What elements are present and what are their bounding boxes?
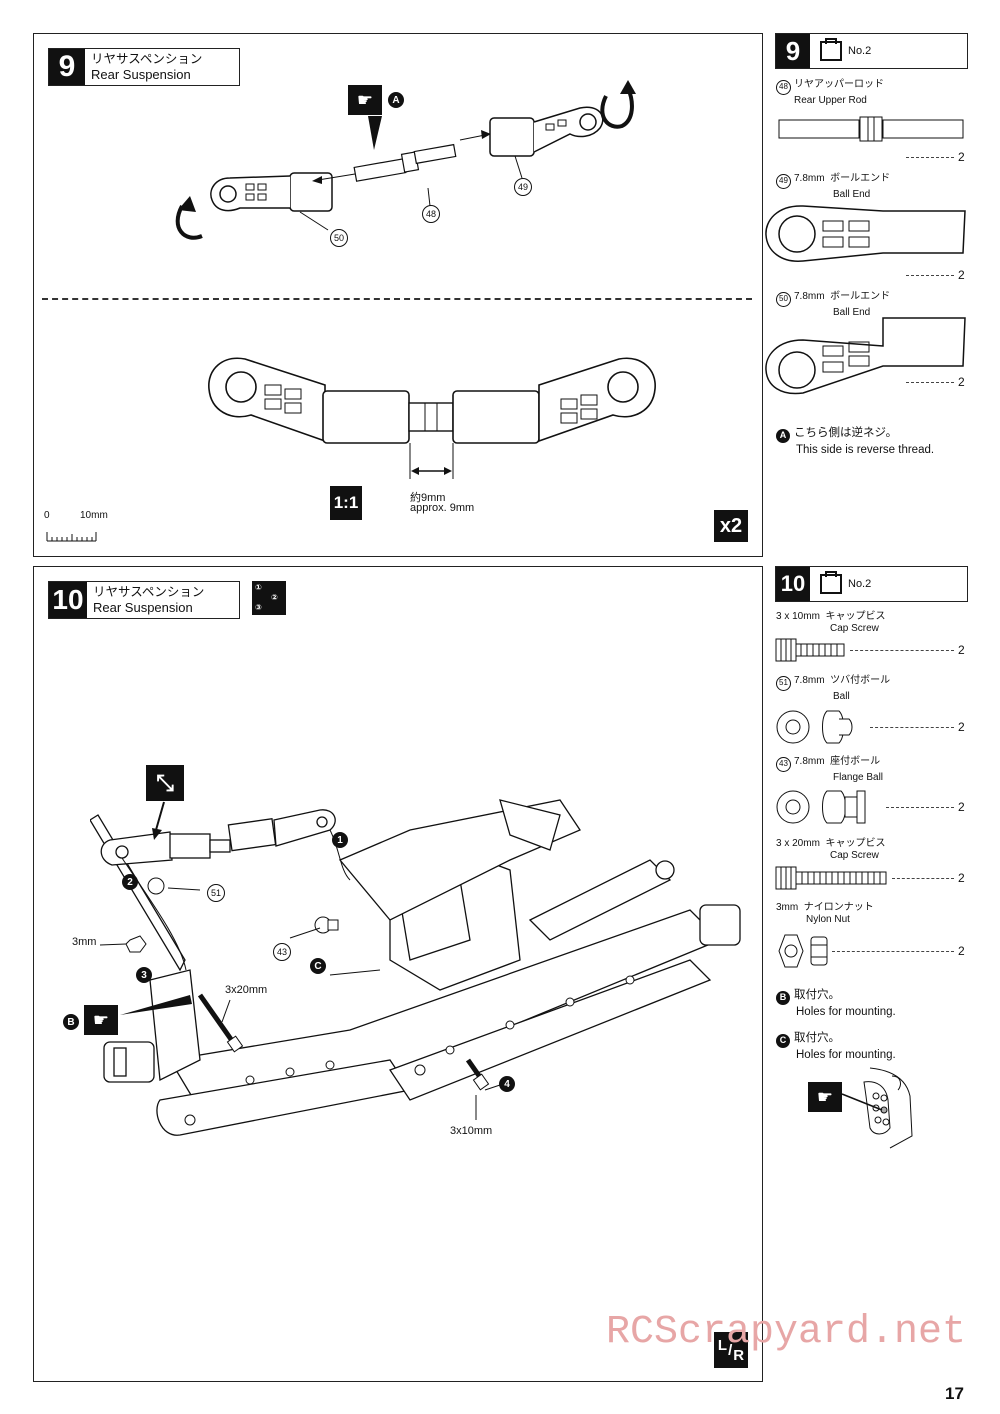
ruler-scale [46, 532, 97, 542]
assembly-order-icon: ① ② ③ [252, 581, 286, 615]
side10-part-cap-screw-3x10: 3 x 10mm キャップビス Cap Screw [776, 611, 886, 634]
step10-number: 10 [49, 582, 87, 618]
qty-leader [906, 157, 954, 158]
callout-51: 51 [207, 884, 225, 902]
side10-part-nylon-nut: 3mm ナイロンナット Nylon Nut [776, 902, 874, 925]
step-marker-2: 2 [122, 874, 138, 890]
step9-exploded-drawing [175, 80, 636, 240]
callout-43: 43 [273, 943, 291, 961]
callout-49: 49 [514, 178, 532, 196]
step-marker-1: 1 [332, 832, 348, 848]
qty-leader [870, 727, 954, 728]
step9-number: 9 [49, 49, 85, 85]
side10-bag-label: No.2 [848, 578, 872, 590]
side9-header: 9 No.2 [775, 33, 968, 69]
side10-number: 10 [776, 567, 810, 601]
hand-pointer-icon: ☛ [808, 1082, 842, 1112]
callout-c: C [310, 958, 326, 974]
ball-end-49-icon [765, 205, 966, 262]
callout-b: B [63, 1014, 79, 1030]
qty-leader [906, 382, 954, 383]
watermark: RCScrapyard.net [606, 1310, 967, 1355]
nylon-nut-icon [778, 934, 828, 968]
callout-50: 50 [330, 229, 348, 247]
measure-en: approx. 9mm [410, 502, 475, 514]
side10-qty-2: 2 [958, 720, 965, 734]
pointer-arrow [152, 801, 165, 840]
page-number: 17 [945, 1384, 964, 1403]
callout-48: 48 [422, 205, 440, 223]
step10-title-en: Rear Suspension [93, 600, 193, 615]
side9-qty-50: 2 [958, 375, 965, 389]
label-screw-3x10: 3x10mm [450, 1125, 493, 1137]
parts-bag-icon [820, 571, 842, 594]
rear-upper-rod-icon [778, 116, 964, 142]
side10-qty-1: 2 [958, 643, 965, 657]
qty-leader [832, 951, 954, 952]
side9-qty-48: 2 [958, 150, 965, 164]
step10-header: 10 リヤサスペンション Rear Suspension [48, 581, 240, 619]
hand-pointer-icon: ☛ [348, 85, 382, 115]
callout-a: A [388, 92, 404, 108]
qty-leader [850, 650, 954, 651]
step9-title-jp: リヤサスペンション [91, 52, 203, 66]
ruler-max: 10mm [80, 510, 108, 521]
qty-leader [906, 275, 954, 276]
flange-ball-43-icon [776, 790, 866, 824]
step9-divider [42, 298, 752, 300]
side9-bag-label: No.2 [848, 45, 872, 57]
step-marker-4: 4 [499, 1076, 515, 1092]
step9-panel [33, 33, 763, 557]
scale-1-1-badge: 1:1 [330, 486, 362, 520]
ball-end-50-icon [765, 317, 966, 395]
side10-qty-5: 2 [958, 944, 965, 958]
measure-jp: 約9mm [410, 492, 446, 504]
side10-part-cap-screw-3x20: 3 x 20mm キャップビス Cap Screw [776, 838, 886, 861]
mounting-hole-detail-drawing [841, 1067, 913, 1149]
chassis-assembly-drawing [90, 799, 741, 1136]
step9-header: 9 リヤサスペンション Rear Suspension [48, 48, 240, 86]
hand-pointer-icon: ☛ [84, 1005, 118, 1035]
step10-title-jp: リヤサスペンション [93, 585, 205, 599]
ball-end-50-drawing [210, 172, 333, 212]
parts-bag-icon [820, 38, 842, 61]
side9-qty-49: 2 [958, 268, 965, 282]
label-nut-3mm: 3mm [72, 936, 97, 948]
step9-title-en: Rear Suspension [91, 67, 191, 82]
ball-end-49-drawing [489, 106, 604, 157]
cap-screw-3x20-icon [775, 866, 887, 890]
left-right-badge: L/R [714, 1332, 748, 1368]
side10-header: 10 No.2 [775, 566, 968, 602]
expand-arrows-icon: ⤡ [146, 765, 184, 801]
step-marker-3: 3 [136, 967, 152, 983]
side10-qty-4: 2 [958, 871, 965, 885]
ruler-zero: 0 [44, 510, 50, 521]
assembled-rod-drawing [208, 357, 656, 479]
part-id: 48 [776, 79, 791, 95]
cap-screw-3x10-icon [775, 638, 845, 662]
multiplier-badge: x2 [714, 510, 748, 542]
side9-number: 9 [776, 34, 810, 68]
step10-panel [33, 566, 763, 1382]
label-screw-3x20: 3x20mm [225, 984, 268, 996]
qty-leader [892, 878, 954, 879]
ball-51-icon [776, 710, 853, 744]
rear-upper-rod-drawing [353, 143, 457, 182]
side10-qty-3: 2 [958, 800, 965, 814]
qty-leader [886, 807, 954, 808]
